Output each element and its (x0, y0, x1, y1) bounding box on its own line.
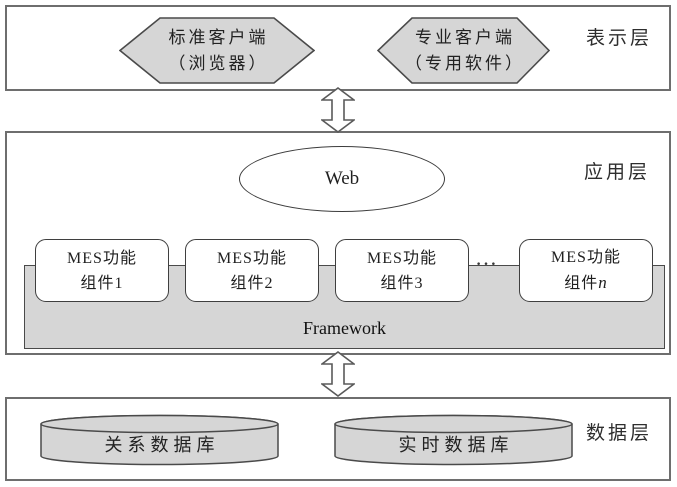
application-layer-label: 应用层 (583, 162, 650, 183)
web-label: Web (324, 168, 360, 189)
mes-component-n-line1: MES功能 (551, 249, 621, 266)
presentation-layer: 标准客户端 （浏览器） 专业客户端 （专用软件） 表示层 (5, 5, 671, 91)
application-layer: Web Framework MES功能 组件1 MES功能 组件2 MES功能 … (5, 131, 671, 355)
relational-database-cylinder: 关系数据库 (40, 414, 279, 466)
web-ellipse: Web (239, 146, 445, 212)
professional-client-label: 专业客户端 （专用软件） (377, 17, 550, 84)
standard-client-label: 标准客户端 （浏览器） (119, 17, 315, 84)
mes-component-n: MES功能 组件n (519, 239, 653, 302)
realtime-database-label: 实时数据库 (398, 435, 514, 455)
framework-label: Framework (303, 318, 386, 338)
mes-component-1-line2: 组件1 (80, 274, 124, 292)
mes-component-2-line1: MES功能 (217, 249, 287, 267)
mes-component-n-italic: n (598, 273, 608, 292)
mes-component-3-line1: MES功能 (367, 249, 437, 267)
mes-component-2-line2: 组件2 (230, 274, 274, 292)
standard-client-hexagon: 标准客户端 （浏览器） (119, 17, 315, 84)
updown-double-arrow-icon (321, 87, 355, 133)
professional-client-line2: （专用软件） (405, 53, 525, 73)
hexagon-shape-icon (377, 17, 550, 84)
mes-component-n-line2: 组件n (564, 273, 608, 292)
presentation-layer-label: 表示层 (585, 28, 652, 49)
data-layer: 关系数据库 实时数据库 数据层 (5, 397, 671, 481)
data-layer-label: 数据层 (585, 423, 652, 444)
relational-database-label: 关系数据库 (104, 435, 220, 455)
mes-component-2: MES功能 组件2 (185, 239, 319, 302)
ellipsis-between-components: … (475, 245, 499, 270)
standard-client-line1: 标准客户端 (168, 27, 269, 47)
database-cylinder-icon (334, 414, 573, 466)
standard-client-line2: （浏览器） (168, 53, 269, 73)
mes-component-1: MES功能 组件1 (35, 239, 169, 302)
updown-double-arrow-icon (321, 351, 355, 397)
realtime-database-cylinder: 实时数据库 (334, 414, 573, 466)
mes-component-1-line1: MES功能 (67, 249, 137, 267)
professional-client-hexagon: 专业客户端 （专用软件） (377, 17, 550, 84)
mes-component-3-line2: 组件3 (380, 274, 424, 292)
professional-client-line1: 专业客户端 (415, 27, 515, 47)
mes-component-3: MES功能 组件3 (335, 239, 469, 302)
hexagon-shape-icon (119, 17, 315, 84)
database-cylinder-icon (40, 414, 279, 466)
